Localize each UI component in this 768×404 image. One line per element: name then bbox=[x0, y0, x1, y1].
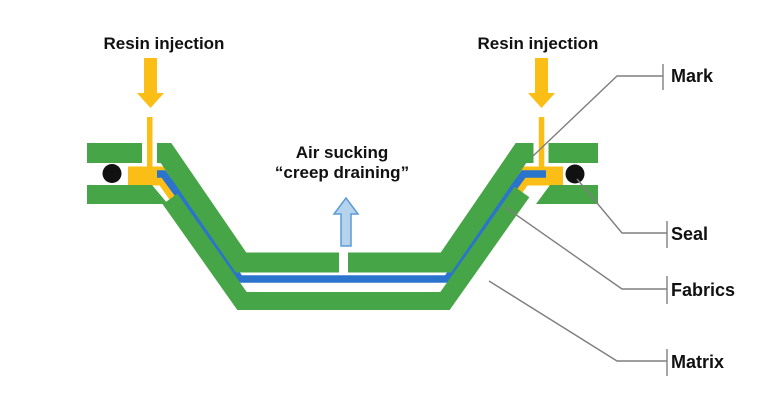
injection-tube-left bbox=[147, 117, 153, 170]
resin-arrow-right-shaft bbox=[535, 58, 548, 93]
mold-bottom-half bbox=[162, 186, 530, 310]
injection-tube-right bbox=[538, 117, 545, 170]
air-suction-slit bbox=[339, 250, 348, 275]
leader-matrix bbox=[488, 280, 667, 362]
label-resin-injection-left: Resin injection bbox=[104, 34, 225, 53]
mold-bottom-bar-right bbox=[536, 185, 598, 204]
resin-arrow-left-shaft bbox=[144, 58, 157, 93]
leader-fabrics bbox=[504, 206, 667, 290]
mold-bottom-bar-left bbox=[87, 185, 168, 204]
resin-arrow-right-head bbox=[528, 93, 555, 108]
label-seal: Seal bbox=[671, 224, 708, 244]
label-air-sucking-line1: Air sucking bbox=[296, 143, 389, 162]
leader-seal bbox=[576, 178, 667, 234]
label-mark: Mark bbox=[671, 66, 714, 86]
label-fabrics: Fabrics bbox=[671, 280, 735, 300]
seal-left bbox=[102, 164, 122, 183]
label-air-sucking-line2: “creep draining” bbox=[275, 163, 409, 182]
resin-arrow-left-head bbox=[137, 93, 164, 108]
seal-right bbox=[565, 164, 585, 184]
resin-arrow-left bbox=[137, 58, 164, 108]
resin-arrow-right bbox=[528, 58, 555, 108]
air-arrow bbox=[332, 196, 360, 247]
label-matrix: Matrix bbox=[671, 352, 724, 372]
label-resin-injection-right: Resin injection bbox=[478, 34, 599, 53]
fabric-line bbox=[157, 170, 546, 283]
leader-lines bbox=[488, 64, 668, 376]
leader-mark bbox=[532, 75, 663, 157]
